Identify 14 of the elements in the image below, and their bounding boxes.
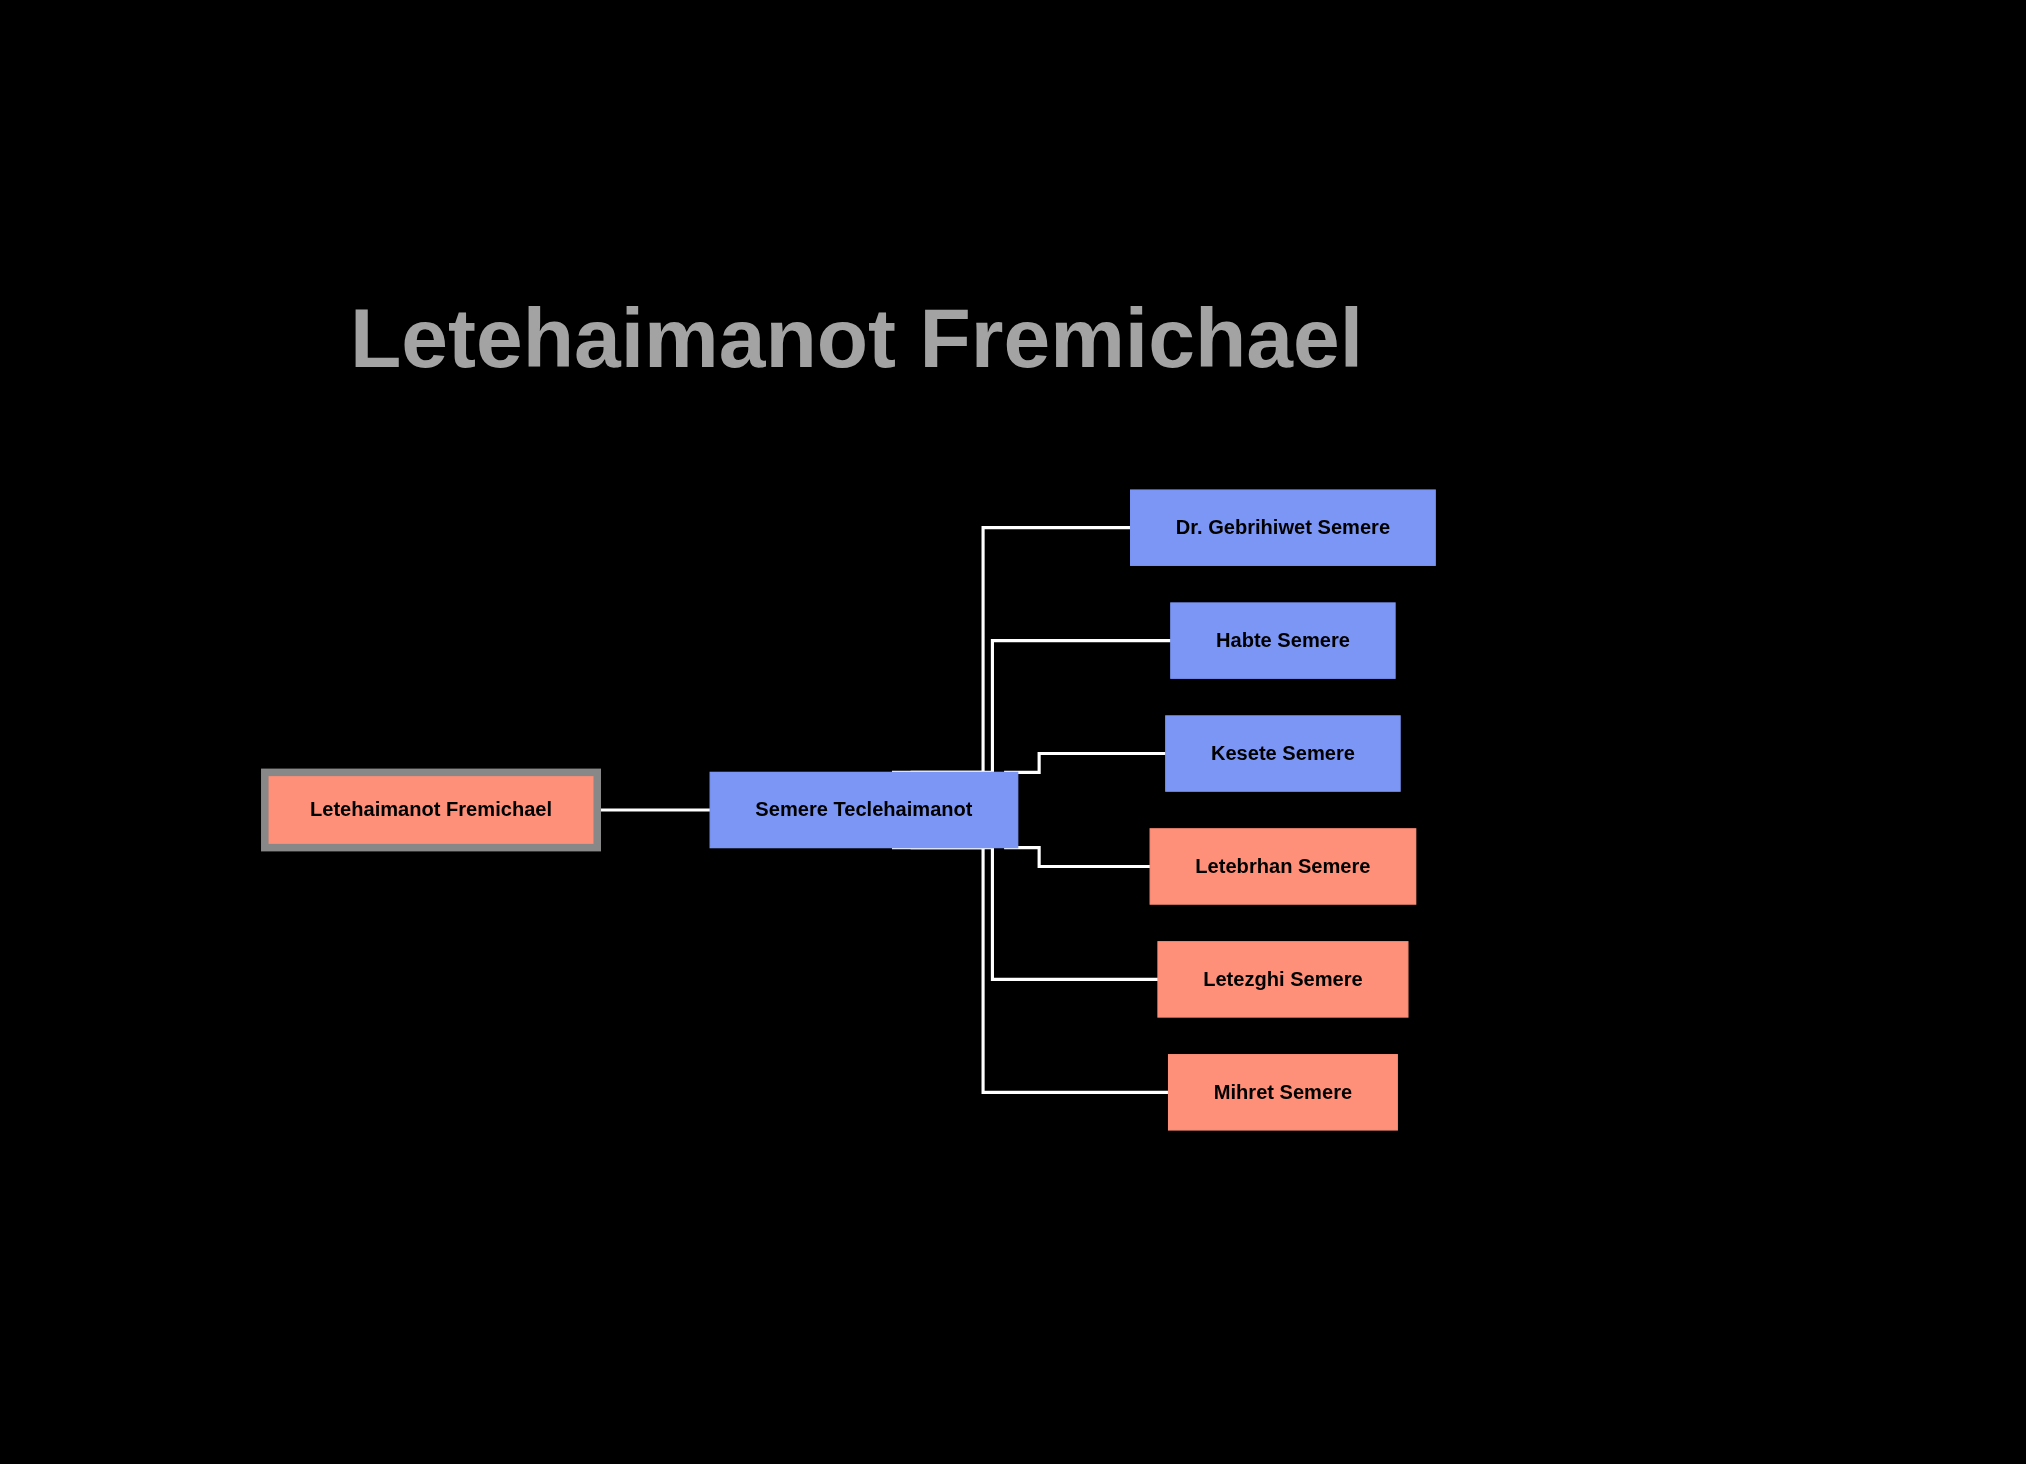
node-box: Letehaimanot Fremichael bbox=[261, 768, 601, 852]
connector bbox=[891, 846, 1169, 1094]
connector bbox=[1004, 846, 1151, 869]
node-box: Letezghi Semere bbox=[1157, 941, 1409, 1018]
node-box: Dr. Gebrihiwet Semere bbox=[1130, 489, 1436, 566]
node-box: Semere Teclehaimanot bbox=[709, 771, 1019, 849]
node-box: Letebrhan Semere bbox=[1149, 828, 1417, 905]
node-box: Kesete Semere bbox=[1165, 715, 1401, 792]
diagram-title: Letehaimanot Fremichael bbox=[350, 290, 1363, 387]
node-box: Mihret Semere bbox=[1167, 1054, 1398, 1131]
connector bbox=[910, 639, 1171, 774]
connector bbox=[891, 526, 1131, 774]
node-box: Habte Semere bbox=[1170, 602, 1396, 679]
connector bbox=[1004, 751, 1166, 774]
